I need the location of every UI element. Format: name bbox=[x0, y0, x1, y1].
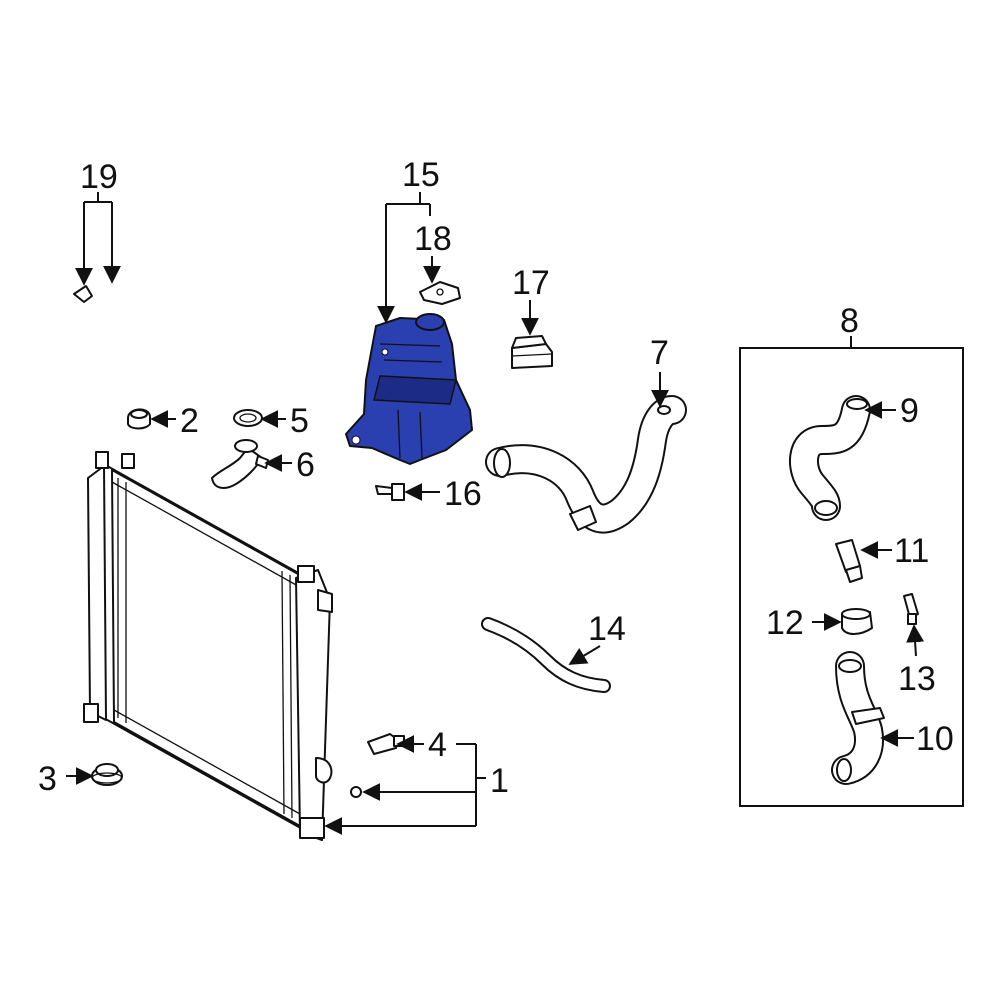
callout-14[interactable]: 14 bbox=[588, 610, 626, 648]
part-13-sensor[interactable] bbox=[903, 593, 919, 625]
part-12-clamp[interactable] bbox=[841, 608, 873, 635]
callout-8[interactable]: 8 bbox=[840, 302, 859, 340]
part-3-grommet[interactable] bbox=[91, 763, 123, 786]
leader-lines bbox=[66, 192, 925, 835]
callout-2[interactable]: 2 bbox=[180, 402, 199, 440]
callout-11[interactable]: 11 bbox=[894, 532, 929, 570]
part-15-reservoir[interactable] bbox=[345, 313, 473, 465]
part-18-bracket[interactable] bbox=[419, 281, 461, 305]
callout-4[interactable]: 4 bbox=[428, 726, 447, 764]
part-10-inlet[interactable] bbox=[831, 651, 885, 785]
callout-19[interactable]: 19 bbox=[80, 158, 118, 196]
part-9-outlet[interactable] bbox=[789, 395, 871, 521]
part-6-filler[interactable] bbox=[211, 439, 269, 489]
callout-12[interactable]: 12 bbox=[766, 604, 804, 642]
callout-15[interactable]: 15 bbox=[402, 156, 440, 194]
callout-7[interactable]: 7 bbox=[650, 334, 669, 372]
radiator[interactable] bbox=[83, 451, 333, 841]
callout-10[interactable]: 10 bbox=[916, 720, 954, 758]
callout-6[interactable]: 6 bbox=[296, 446, 315, 484]
part-2-cap[interactable] bbox=[127, 408, 151, 430]
o-ring[interactable] bbox=[350, 786, 362, 798]
part-17-block[interactable] bbox=[511, 335, 553, 369]
callout-13[interactable]: 13 bbox=[898, 660, 936, 698]
callout-1[interactable]: 1 bbox=[490, 762, 509, 800]
callout-17[interactable]: 17 bbox=[512, 264, 550, 302]
part-16-bolt[interactable] bbox=[375, 483, 405, 501]
callout-16[interactable]: 16 bbox=[444, 475, 482, 513]
part-7-hose[interactable] bbox=[485, 395, 687, 534]
part-5-seal[interactable] bbox=[233, 409, 263, 427]
part-11-thermostat[interactable] bbox=[835, 539, 863, 583]
callout-5[interactable]: 5 bbox=[290, 402, 309, 440]
part-19-hose[interactable] bbox=[73, 261, 180, 383]
callout-3[interactable]: 3 bbox=[38, 760, 57, 798]
callout-9[interactable]: 9 bbox=[900, 392, 919, 430]
part-14-hose[interactable] bbox=[481, 617, 611, 693]
callout-labels: 19 15 18 17 7 8 2 5 6 16 9 11 12 13 10 1… bbox=[38, 156, 954, 800]
callout-18[interactable]: 18 bbox=[414, 220, 452, 258]
